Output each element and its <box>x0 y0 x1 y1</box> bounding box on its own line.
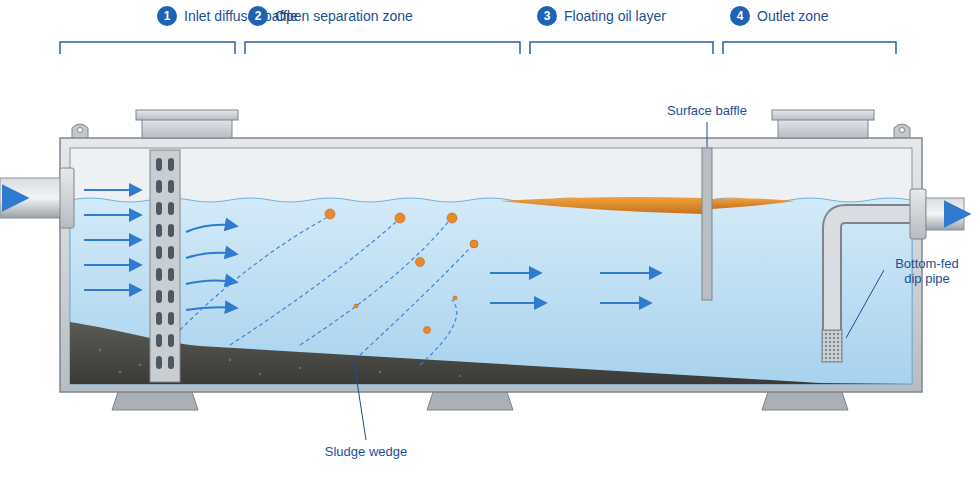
zone-heading: Floating oil layer <box>564 7 666 25</box>
part-label: Bottom-fed dip pipe <box>888 256 966 286</box>
callout-number: 4 <box>730 6 750 26</box>
callout-number: 1 <box>157 6 177 26</box>
callout-circle: 4Outlet zone <box>730 6 750 26</box>
zone-heading: Open separation zone <box>275 7 413 25</box>
callout-number: 3 <box>537 6 557 26</box>
part-label: Surface baffle <box>647 103 767 118</box>
zone-heading: Outlet zone <box>757 7 829 25</box>
callout-circle: 2Open separation zone <box>248 6 268 26</box>
part-label: Sludge wedge <box>316 444 416 459</box>
callout-number: 2 <box>248 6 268 26</box>
callout-circle: 3Floating oil layer <box>537 6 557 26</box>
callout-circle: 1Inlet diffuser baffle <box>157 6 177 26</box>
